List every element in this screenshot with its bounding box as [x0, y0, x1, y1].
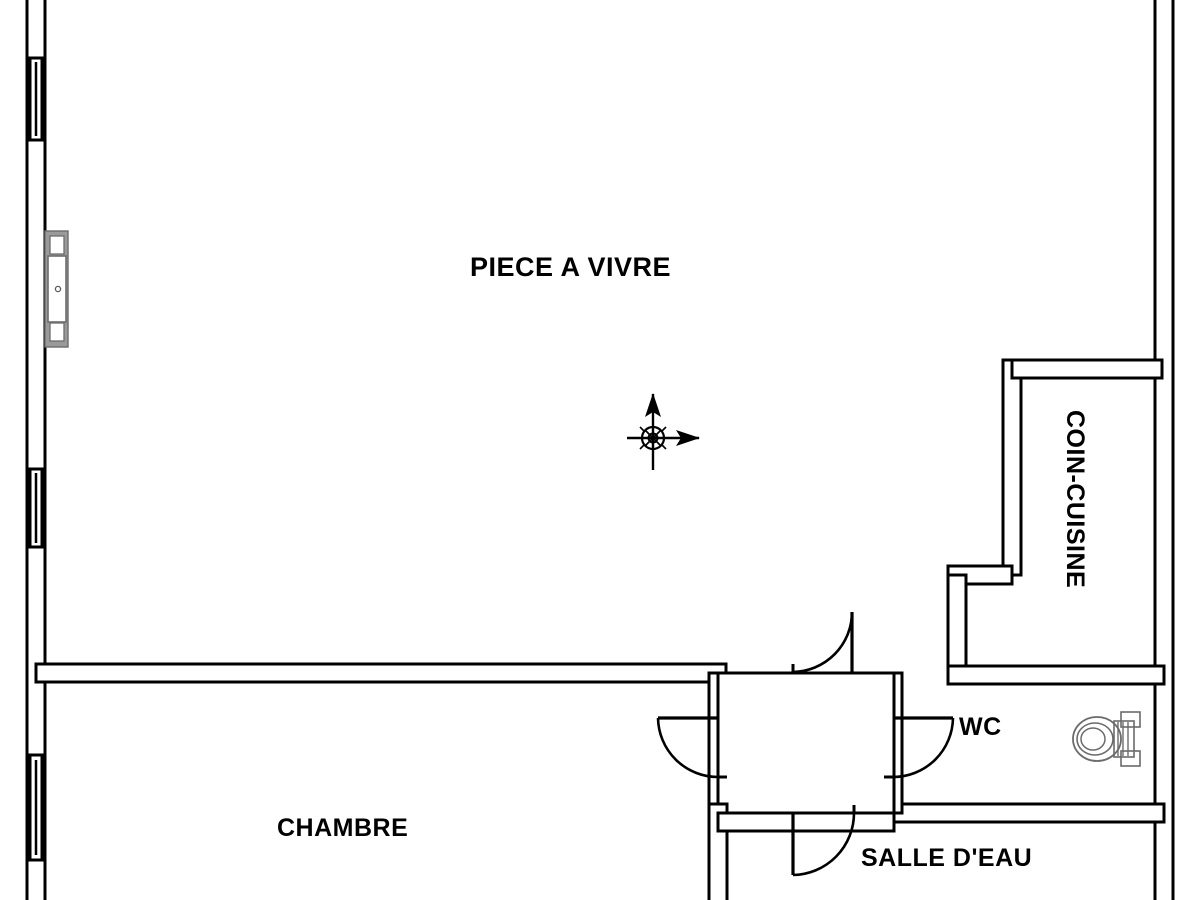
window-left-top	[28, 56, 44, 142]
wall-hall-box	[716, 671, 896, 815]
wall-exterior-right	[1153, 0, 1175, 900]
ucs-axis-icon	[627, 393, 700, 470]
wall-wc-south	[882, 802, 1166, 824]
walls-group	[25, 0, 1175, 900]
door-hall-north	[791, 611, 854, 674]
wall-kitchen-west-lower	[946, 573, 968, 677]
room-label-salle-deau: SALLE D'EAU	[861, 844, 1033, 872]
entry-door-icon	[44, 230, 69, 348]
wall-salledeau-north	[716, 811, 896, 833]
wall-kitchen-west-upper	[1001, 358, 1023, 577]
door-hall-south	[791, 805, 856, 877]
room-label-piece-a-vivre: PIECE A VIVRE	[470, 252, 672, 282]
wall-kitchen-south	[946, 664, 1166, 686]
room-label-chambre: CHAMBRE	[277, 814, 409, 842]
window-left-bottom	[28, 753, 44, 862]
windows-group	[28, 56, 44, 862]
wall-interior-living-bottom	[34, 662, 728, 684]
door-swings-group	[656, 611, 955, 877]
room-label-coin-cuisine: COIN-CUISINE	[1061, 410, 1089, 589]
door-wc	[884, 716, 955, 779]
wall-kitchen-north	[1010, 358, 1164, 380]
room-label-wc: WC	[959, 713, 1002, 741]
door-hall-west	[656, 716, 727, 779]
toilet-fixture-icon	[1072, 711, 1141, 767]
window-left-middle	[28, 467, 44, 549]
